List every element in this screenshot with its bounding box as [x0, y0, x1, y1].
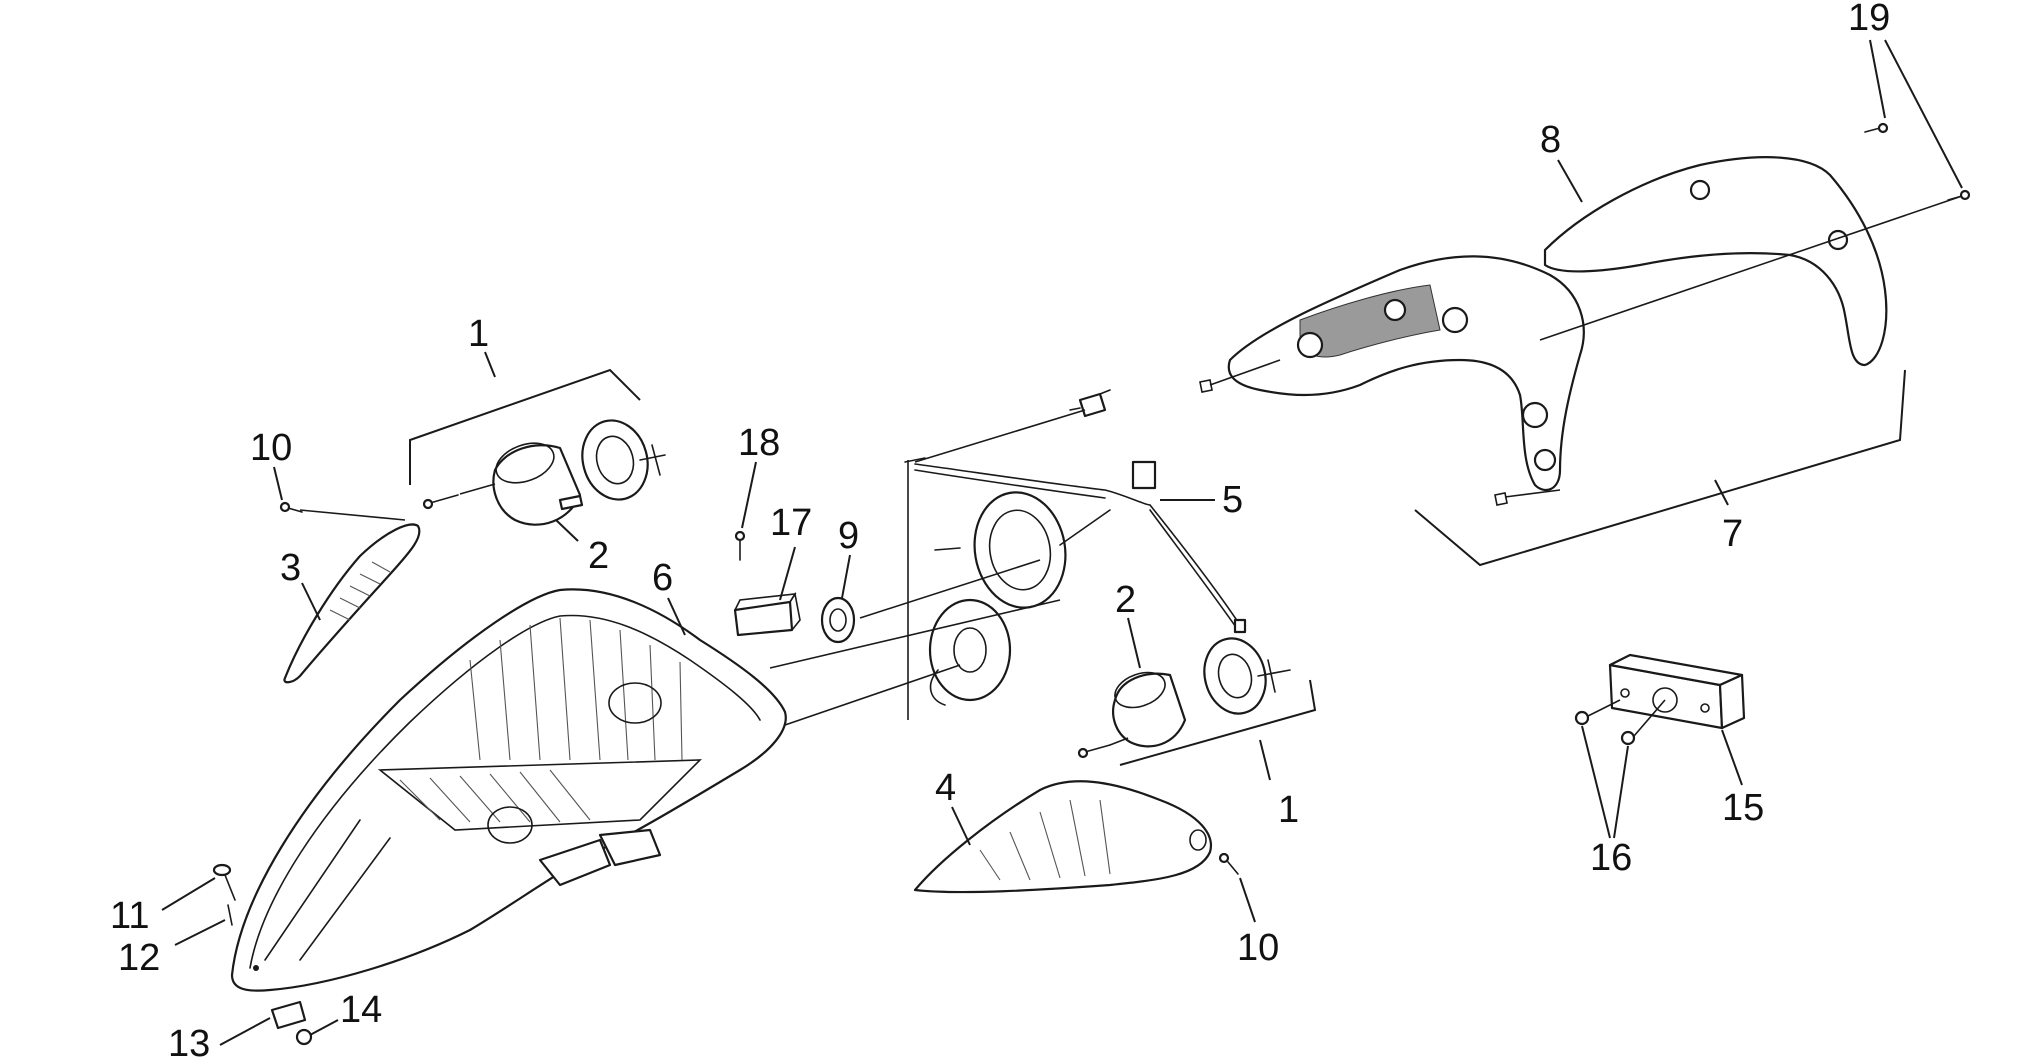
leader-lines: [161, 39, 1963, 1046]
callout-13: 13: [168, 1023, 210, 1060]
callout-14: 14: [340, 989, 382, 1031]
right-bulb-socket-part: [1112, 671, 1187, 748]
callout-17: 17: [770, 502, 812, 544]
assembly-lines: [299, 195, 1963, 746]
screw-18-part: [734, 530, 746, 561]
headlight-bulb-holder-lower-part: [928, 598, 1012, 706]
right-bulb-part: [1203, 637, 1291, 715]
callout-2-left: 2: [588, 535, 609, 577]
callout-labels: 1 1 2 2 3 4 5 6 7 8 9 10 10 11 12 13 14 …: [110, 0, 1890, 1060]
callout-18: 18: [738, 422, 780, 464]
callout-1-left: 1: [468, 313, 489, 355]
headlight-housing-part: [230, 588, 787, 992]
screw-10-left-part: [279, 501, 303, 513]
callout-4: 4: [935, 767, 956, 809]
rear-cover-8-part: [1543, 156, 1888, 367]
callout-10-left: 10: [250, 427, 292, 469]
plug-connector-part: [1069, 389, 1111, 418]
callout-5: 5: [1222, 479, 1243, 521]
left-screw-part: [422, 494, 459, 510]
left-bulb-part: [581, 419, 666, 501]
rear-light-housing-part: [1199, 255, 1585, 506]
callout-19: 19: [1848, 0, 1890, 39]
screw-10-right-part: [1218, 852, 1239, 875]
callout-11: 11: [110, 895, 149, 937]
callout-10-right: 10: [1237, 927, 1279, 969]
left-bulb-socket-part: [492, 442, 584, 526]
headlight-bulb-holder-upper-part: [973, 491, 1111, 609]
callout-9: 9: [838, 515, 859, 557]
license-light-15-part: [1608, 653, 1746, 730]
clip-13-part: [270, 1000, 307, 1030]
callout-1-right: 1: [1278, 789, 1299, 831]
nut-14-part: [295, 1028, 313, 1046]
left-turn-signal-lens-part: [283, 523, 421, 684]
bracket-17-part: [733, 591, 801, 637]
grommet-9-part: [820, 596, 856, 644]
callout-6: 6: [652, 557, 673, 599]
right-turn-signal-lens-part: [913, 780, 1212, 894]
wiring-harness-5-part: [904, 457, 1247, 634]
callout-7: 7: [1722, 513, 1743, 555]
callout-16: 16: [1590, 837, 1632, 879]
callout-12: 12: [118, 937, 160, 979]
callout-15: 15: [1722, 787, 1764, 829]
nut-16-part: [1574, 710, 1636, 746]
right-screw-part: [1077, 744, 1111, 759]
fastener-11-part: [212, 863, 236, 901]
fastener-12-part: [227, 904, 233, 926]
screw-19-part: [1864, 122, 1971, 201]
callout-3: 3: [280, 547, 301, 589]
callout-8: 8: [1540, 119, 1561, 161]
callout-2-right: 2: [1115, 579, 1136, 621]
